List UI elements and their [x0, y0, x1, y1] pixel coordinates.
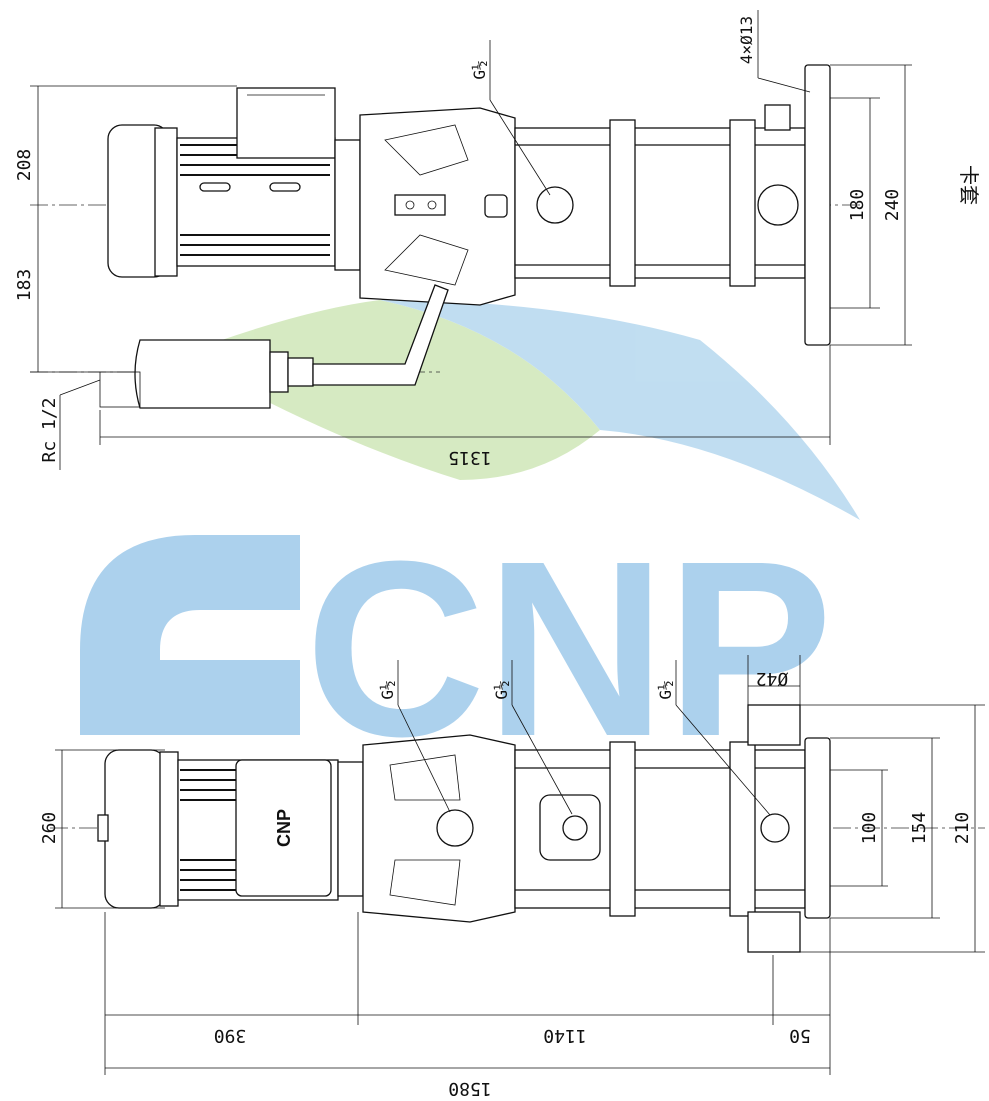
top-flange [804, 64, 831, 346]
top-tank-pipe [312, 284, 449, 386]
top-head-window-lower [384, 234, 469, 286]
bottom-stage-ring-2 [729, 741, 756, 917]
bottom-motor-fan-cover [104, 749, 166, 909]
side-note-label: 卡套 [957, 165, 981, 205]
bolt-holes-label: 4×Ø13 [737, 16, 756, 64]
watermark-logo-mark [80, 535, 300, 735]
bottom-motor-flange [337, 761, 364, 897]
top-motor-flange [334, 139, 361, 271]
top-tank-thread [99, 371, 141, 408]
bottom-motor-end-ring [159, 751, 179, 907]
bottom-flange [804, 737, 831, 919]
watermark: CNP [80, 300, 860, 788]
top-tank-fitting [287, 357, 314, 387]
bottom-head-window-lower [389, 859, 461, 906]
bottom-stage-ring-1 [609, 741, 636, 917]
top-view: 208 183 Rc 1/2 1315 180 240 4×Ø13 G½ 卡套 [14, 10, 981, 470]
bottom-port-label-2: G½ [492, 680, 511, 699]
bottom-nameplate [235, 759, 332, 897]
dim-50: 50 [789, 1025, 811, 1046]
bottom-outlet-port [760, 813, 790, 843]
top-outlet-circle [757, 184, 799, 226]
top-motor-slot-right [269, 182, 301, 192]
top-tank-neck [269, 351, 289, 393]
top-terminal-box [236, 87, 336, 159]
top-head-logo-icon [484, 194, 508, 218]
dim-260: 260 [39, 812, 60, 845]
watermark-green-swoosh [180, 300, 600, 480]
bottom-pipe-top [747, 704, 801, 746]
dim-390: 390 [214, 1025, 247, 1046]
top-head-plate [394, 194, 446, 216]
dim-1140: 1140 [543, 1025, 586, 1046]
bottom-pump-barrel [514, 749, 806, 909]
top-head-window-upper [384, 124, 469, 176]
dim-154: 154 [909, 812, 930, 845]
bottom-port-label-1: G½ [378, 680, 397, 699]
bottom-head-window-upper [389, 754, 461, 801]
top-stage-ring-1 [609, 119, 636, 287]
bottom-head-port [436, 809, 474, 847]
bottom-motor-cap [97, 814, 109, 842]
bottom-pipe-bottom [747, 911, 801, 953]
bottom-motor-fins [180, 769, 236, 891]
top-pressure-tank [134, 339, 271, 409]
bottom-view: CNP 260 100 154 2 [39, 655, 985, 1099]
watermark-blue-swoosh [380, 300, 860, 520]
bottom-gauge-port [562, 815, 588, 841]
dim-o42: Ø42 [756, 668, 789, 689]
top-port-circle [536, 186, 574, 224]
dim-180: 180 [847, 189, 868, 222]
dim-208: 208 [14, 149, 35, 182]
dim-240: 240 [882, 189, 903, 222]
top-motor-end-ring [154, 127, 178, 277]
dim-1580: 1580 [448, 1078, 491, 1099]
top-motor-slot-left [199, 182, 231, 192]
dim-210: 210 [952, 812, 973, 845]
dim-183: 183 [14, 269, 35, 302]
thread-label-rc: Rc 1/2 [39, 397, 60, 462]
dim-1315: 1315 [448, 447, 491, 468]
nameplate-text: CNP [274, 809, 294, 847]
top-stage-ring-2 [729, 119, 756, 287]
top-fitting [764, 104, 791, 131]
top-port-label: G½ [470, 60, 489, 79]
bottom-port-label-3: G½ [656, 680, 675, 699]
dim-100: 100 [859, 812, 880, 845]
